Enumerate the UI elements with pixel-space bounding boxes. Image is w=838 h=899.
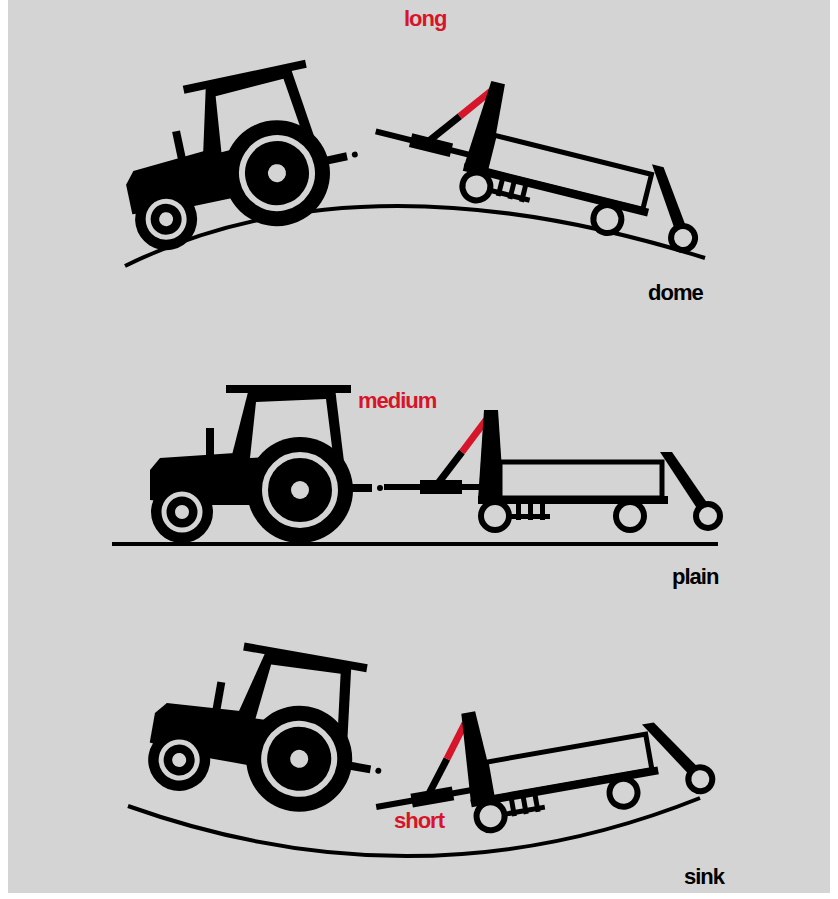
terrain-label: dome (648, 282, 703, 304)
length-label: medium (358, 390, 436, 412)
terrain-label: sink (684, 866, 724, 888)
length-label: short (394, 810, 444, 832)
tractor (108, 53, 369, 256)
tractor (150, 385, 383, 543)
trailer (384, 410, 720, 530)
ground-plain (112, 542, 718, 546)
background-panel (8, 0, 830, 893)
trailer (363, 673, 715, 850)
trailer (365, 57, 720, 255)
tractor (142, 629, 399, 825)
length-label: long (404, 8, 446, 30)
terrain-label: plain (672, 566, 718, 588)
